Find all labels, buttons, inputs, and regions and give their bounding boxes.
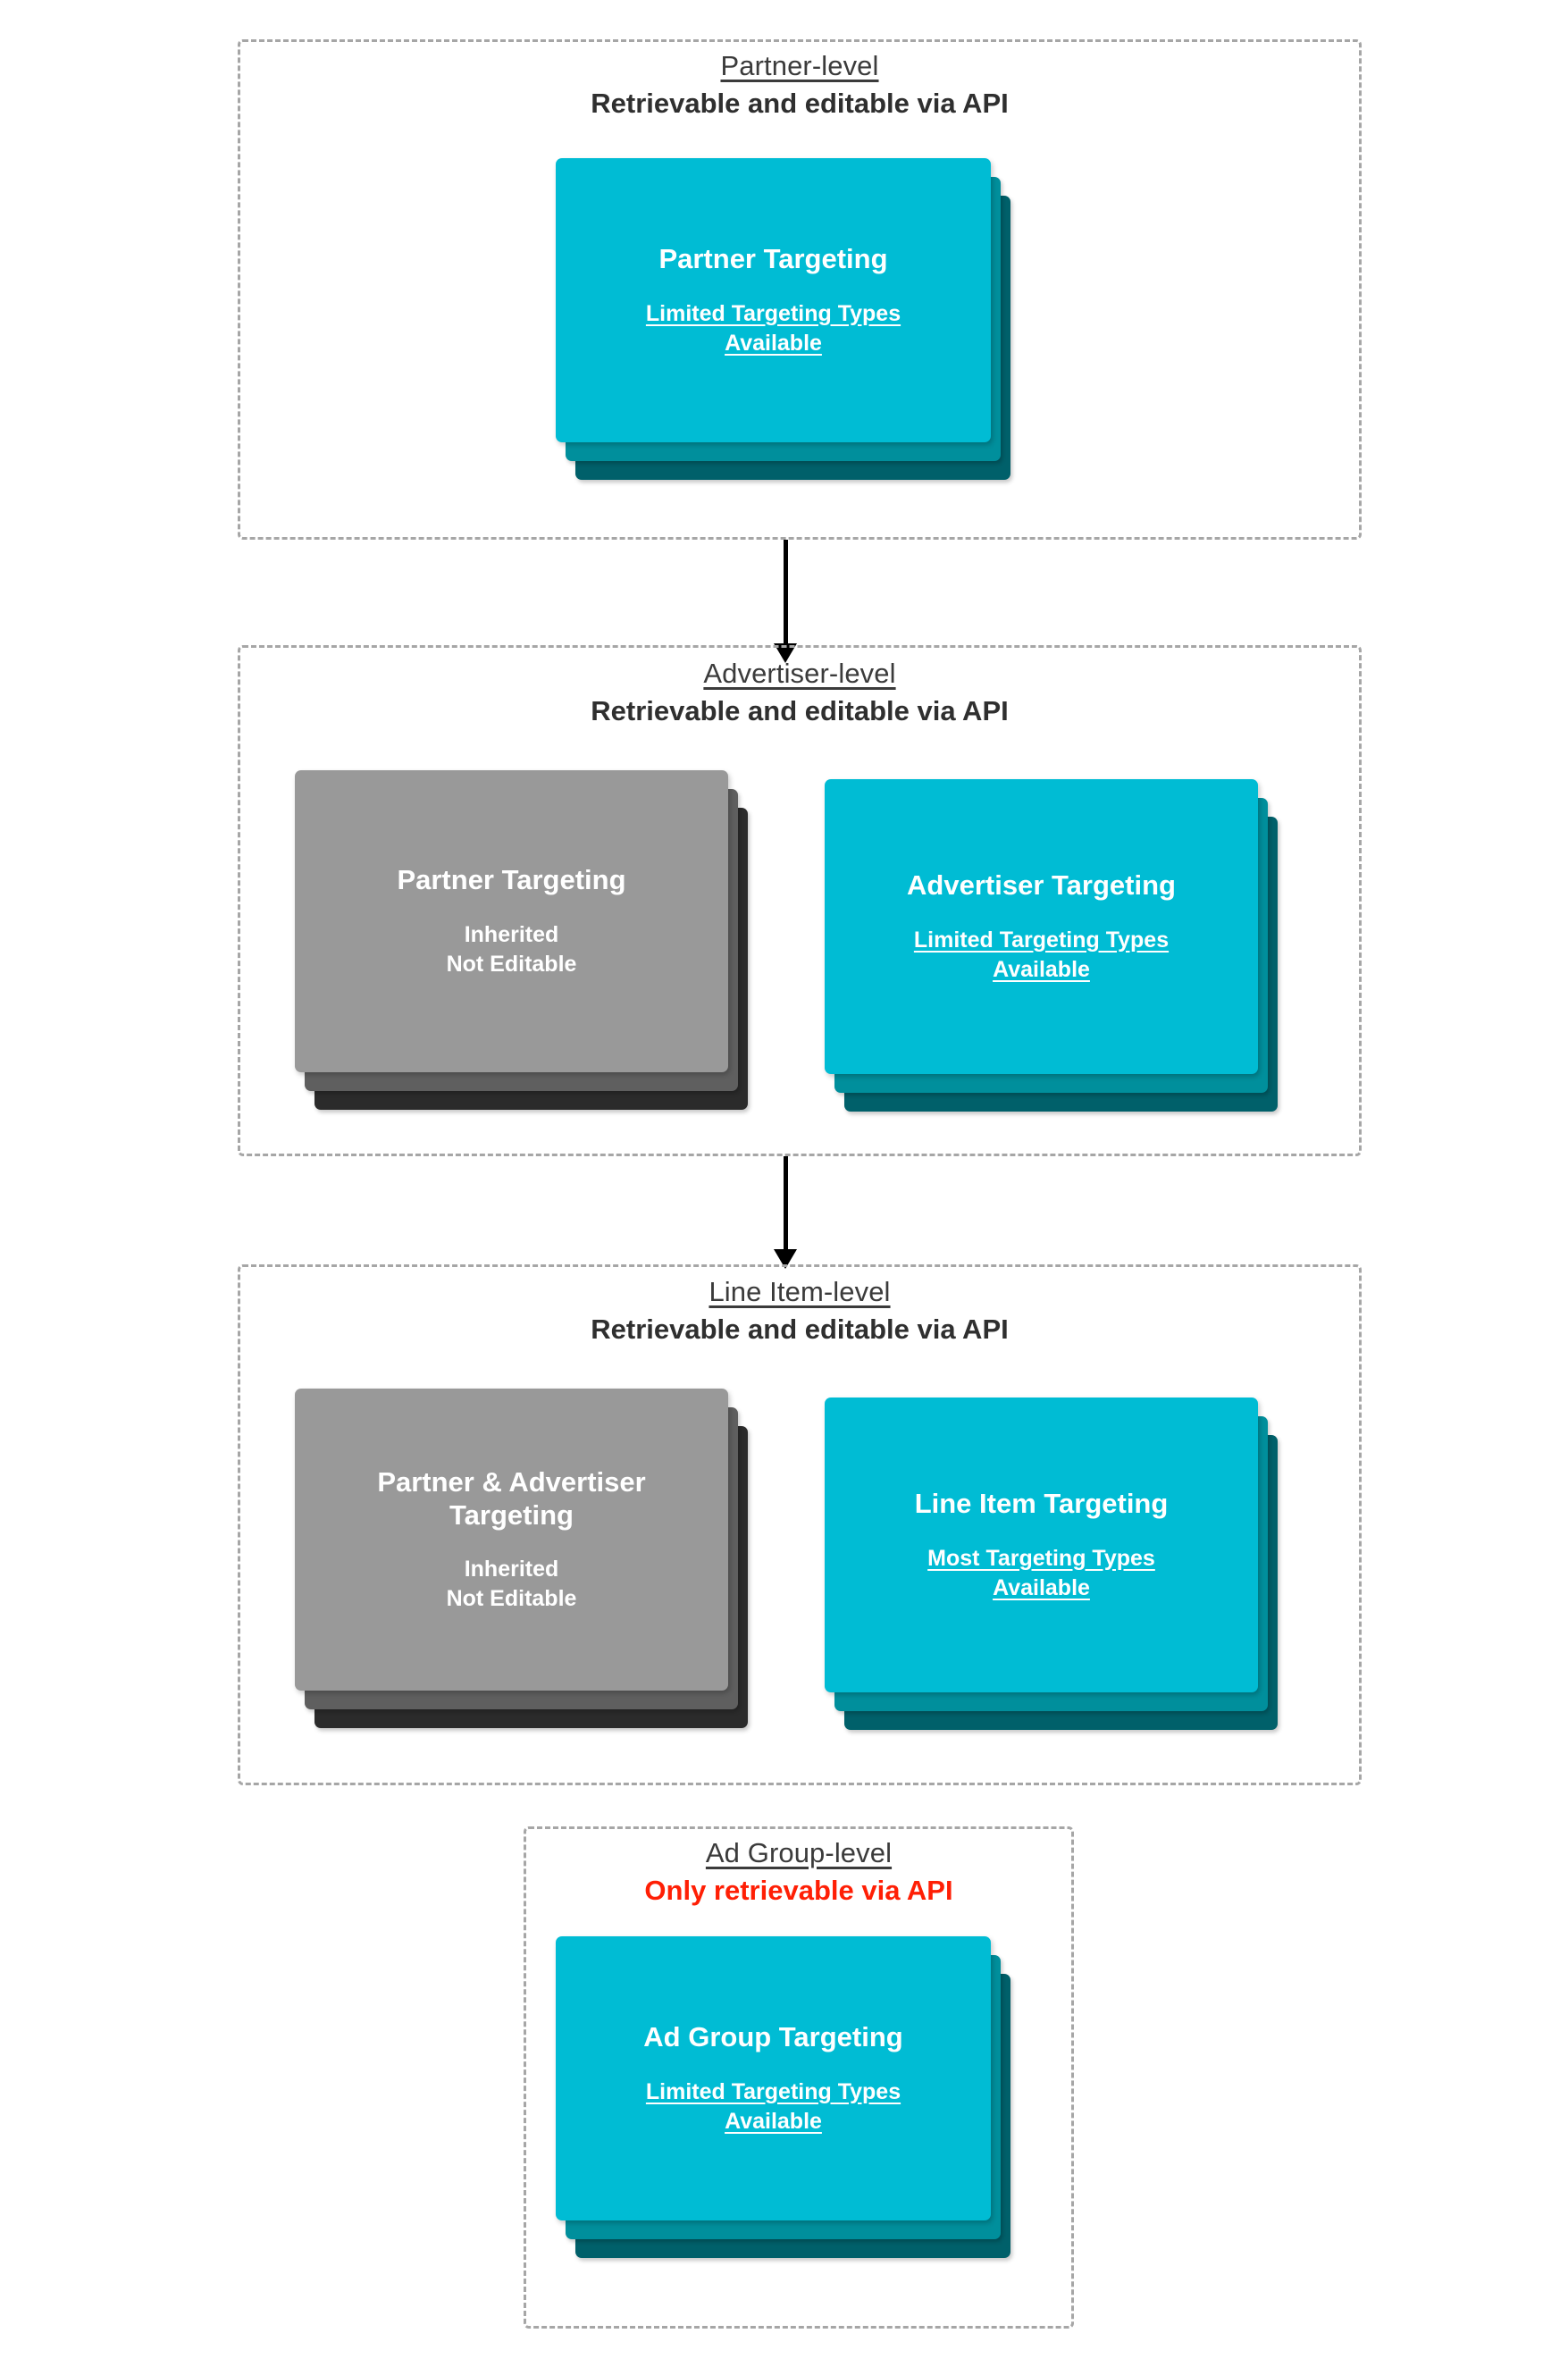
card-layer-front: Partner Targeting Limited Targeting Type… [556,158,991,442]
card-note: Inherited Not Editable [447,920,577,979]
level-box-advertiser [238,645,1362,1156]
card-layer-front: Partner & Advertiser Targeting Inherited… [295,1389,728,1691]
level-box-line-item [238,1264,1362,1785]
card-advertiser-targeting[interactable]: Advertiser Targeting Limited Targeting T… [825,779,1278,1112]
card-note-line2: Not Editable [446,1586,577,1612]
card-note: Inherited Not Editable [447,1555,577,1614]
card-note-line2: Not Editable [446,951,577,977]
card-ad-group-targeting[interactable]: Ad Group Targeting Limited Targeting Typ… [556,1936,1010,2258]
card-note-line1: Inherited [464,1557,559,1582]
card-title: Partner Targeting [658,243,888,275]
card-layer-front: Partner Targeting Inherited Not Editable [295,770,728,1072]
card-note-line2: Available [993,1574,1090,1600]
card-note-line2: Available [725,330,822,356]
card-note-line1: Limited Targeting Types [645,2078,901,2104]
card-note-line1: Limited Targeting Types [913,927,1170,953]
card-note-line1: Inherited [464,921,559,947]
card-line-item-targeting[interactable]: Line Item Targeting Most Targeting Types… [825,1398,1278,1730]
card-title: Ad Group Targeting [643,2021,903,2053]
card-note: Limited Targeting Types Available [914,926,1169,985]
card-inherited-partner-advertiser-targeting[interactable]: Partner & Advertiser Targeting Inherited… [295,1389,748,1728]
card-title: Partner & Advertiser Targeting [377,1465,646,1531]
card-note: Limited Targeting Types Available [646,299,901,358]
card-partner-targeting[interactable]: Partner Targeting Limited Targeting Type… [556,158,1010,480]
card-note-line2: Available [725,2108,822,2134]
connector-shaft [784,540,788,647]
card-title: Advertiser Targeting [907,869,1176,902]
card-title: Line Item Targeting [914,1488,1169,1520]
card-layer-front: Ad Group Targeting Limited Targeting Typ… [556,1936,991,2220]
connector-shaft [784,1156,788,1253]
card-title: Partner Targeting [397,864,626,896]
level-box-partner [238,39,1362,540]
connector-arrowhead [774,643,797,663]
card-note-line2: Available [993,956,1090,982]
card-layer-front: Line Item Targeting Most Targeting Types… [825,1398,1258,1692]
card-note-line1: Limited Targeting Types [645,300,901,326]
card-note: Most Targeting Types Available [927,1544,1155,1603]
card-note: Limited Targeting Types Available [646,2077,901,2136]
connector-arrowhead [774,1249,797,1269]
level-box-ad-group [524,1826,1074,2329]
card-layer-front: Advertiser Targeting Limited Targeting T… [825,779,1258,1074]
card-note-line1: Most Targeting Types [927,1545,1155,1571]
card-inherited-partner-targeting[interactable]: Partner Targeting Inherited Not Editable [295,770,748,1110]
